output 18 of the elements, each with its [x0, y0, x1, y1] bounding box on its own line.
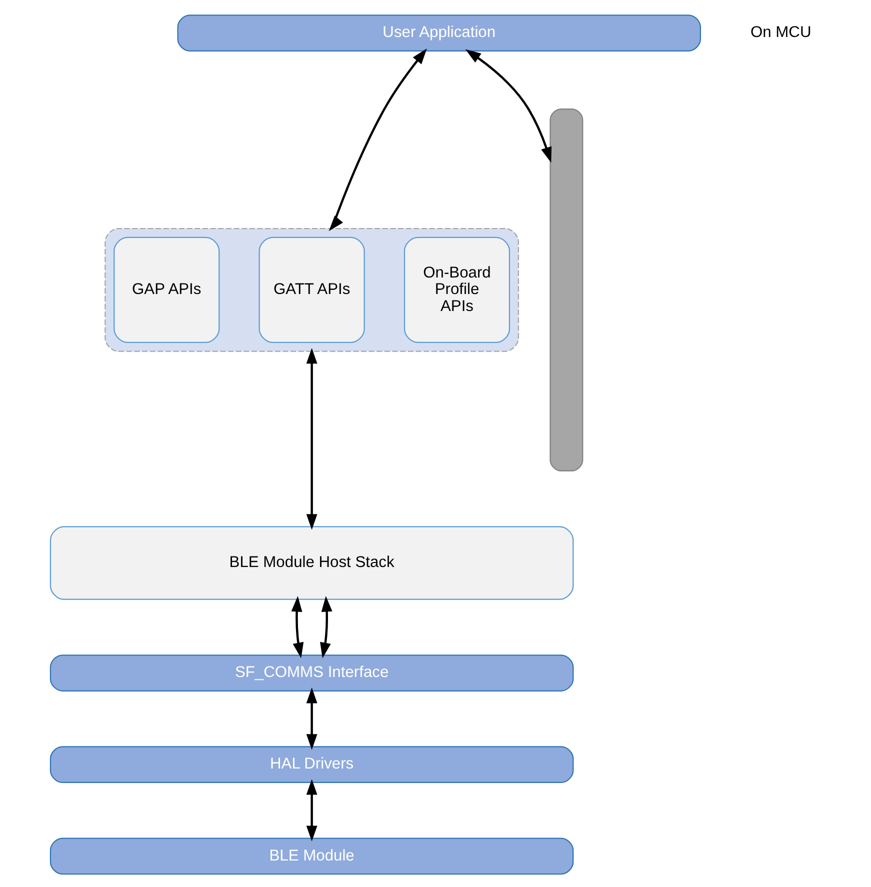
arrow	[465, 49, 552, 163]
node-box: GATT APIs	[258, 236, 365, 343]
label: On MCU	[750, 24, 812, 42]
node-box: GAP APIs	[114, 236, 220, 343]
node-bar	[550, 108, 584, 472]
node-box: BLE Module	[50, 838, 574, 875]
arrow	[328, 48, 427, 232]
node-box: On-Board Profile APIs	[404, 236, 510, 343]
arrow	[306, 348, 318, 530]
arrow	[306, 779, 318, 842]
node-box: HAL Drivers	[50, 746, 574, 784]
cluster	[104, 228, 519, 352]
arrow	[291, 596, 304, 658]
arrow	[320, 596, 332, 658]
node-box: SF_COMMS Interface	[50, 654, 574, 692]
node-box: User Application	[177, 14, 702, 52]
node-box: BLE Module Host Stack	[50, 526, 574, 600]
arrow	[306, 688, 318, 750]
